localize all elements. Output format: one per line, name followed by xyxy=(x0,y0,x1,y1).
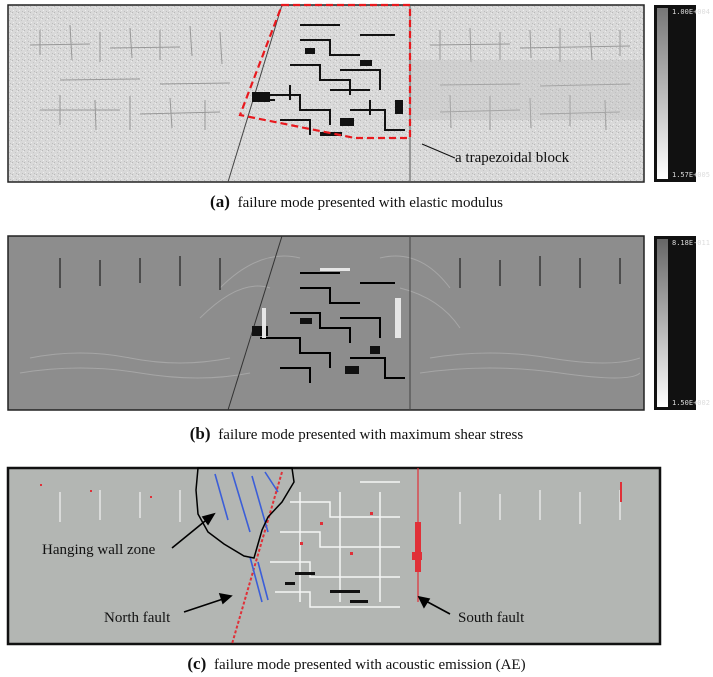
panel-b-letter: (b) xyxy=(189,424,211,443)
panel-a-svg xyxy=(7,3,696,183)
panel-c-image: Hanging wall zone North fault South faul… xyxy=(0,462,713,650)
panel-a-joints xyxy=(29,24,631,131)
panel-c-arrows xyxy=(171,512,451,615)
panel-b-image: 8.18E-011 1.50E+002 xyxy=(0,228,713,418)
panel-b-shear-bands xyxy=(19,255,641,379)
panel-c-caption: failure mode presented with acoustic emi… xyxy=(214,657,526,673)
panel-c-letter: (c) xyxy=(187,654,207,673)
panel-c-joints xyxy=(59,490,621,524)
panel-c-hanging-wall-label: Hanging wall zone xyxy=(42,542,156,558)
panel-c-south-fault-label: South fault xyxy=(458,610,525,626)
panel-b-joints xyxy=(59,256,621,290)
panel-a-trapezoid xyxy=(238,3,412,140)
panel-b-colorbar-top: 8.18E-011 xyxy=(672,239,710,247)
panel-a-colorbar xyxy=(657,8,668,179)
panel-a-colorbar-top: 1.00E+004 xyxy=(672,8,710,16)
panel-a-damage-blobs xyxy=(252,48,403,136)
panel-c-hanging-wall-outline xyxy=(195,467,295,559)
panel-b-caption-block: (b) failure mode presented with maximum … xyxy=(0,424,713,444)
panel-c-ae-black xyxy=(285,572,368,603)
panel-b-colorbar-bottom: 1.50E+002 xyxy=(672,399,710,407)
panel-a-colorbar-bottom: 1.57E+005 xyxy=(672,171,710,179)
panel-b-svg xyxy=(7,235,696,411)
panel-c-ae-network xyxy=(270,481,400,608)
panel-a-annotation-leader xyxy=(421,143,456,159)
panel-a-caption: failure mode presented with elastic modu… xyxy=(237,195,503,211)
panel-b-colorbar xyxy=(657,239,668,407)
panel-c-blue-joints xyxy=(214,471,279,603)
panel-a-annotation: a trapezoidal block xyxy=(455,150,570,166)
panel-c-north-fault-label: North fault xyxy=(104,610,171,626)
panel-b-model xyxy=(7,235,645,411)
panel-b-highlights xyxy=(262,268,401,338)
panel-a-model xyxy=(7,4,645,183)
panel-c-model xyxy=(6,466,662,646)
panel-b-damage-blobs xyxy=(252,318,380,374)
panel-b-caption: failure mode presented with maximum shea… xyxy=(218,427,524,443)
panel-b-damage xyxy=(260,272,405,383)
panel-a-caption-block: (a) failure mode presented with elastic … xyxy=(0,192,713,212)
panel-a-image: 1.00E+004 1.57E+005 a trapezoidal block xyxy=(0,0,713,190)
panel-c-caption-block: (c) failure mode presented with acoustic… xyxy=(0,654,713,674)
panel-c-svg xyxy=(6,466,662,646)
panel-a-letter: (a) xyxy=(210,192,230,211)
